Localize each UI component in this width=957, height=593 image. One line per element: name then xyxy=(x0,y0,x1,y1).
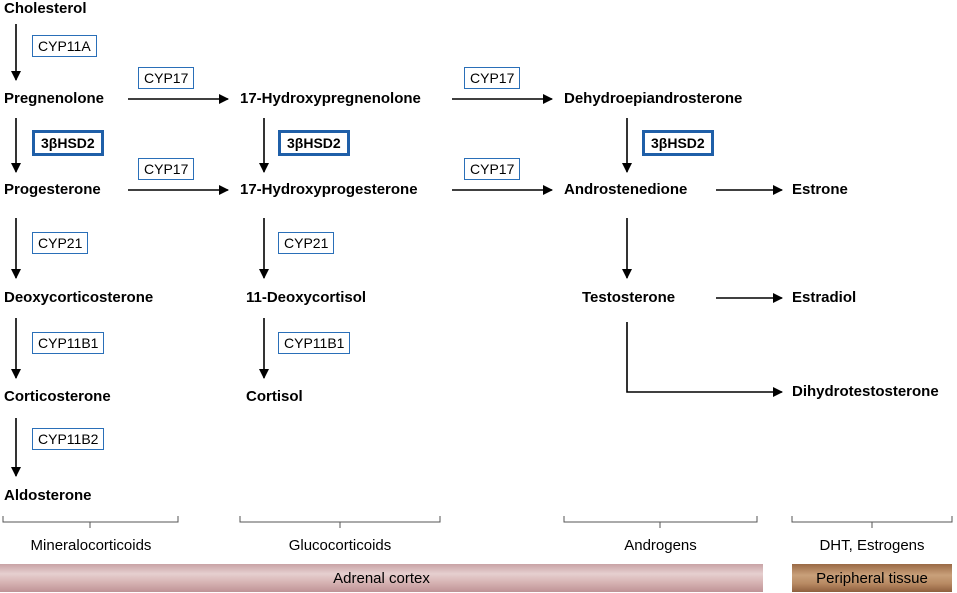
enzyme-cyp21-2: CYP21 xyxy=(278,232,335,254)
node-cortisol: Cortisol xyxy=(246,388,303,405)
node-estradiol: Estradiol xyxy=(792,289,857,306)
node-estrone: Estrone xyxy=(792,181,848,198)
node-aldosterone: Aldosterone xyxy=(4,487,92,504)
enzyme-cyp17-2: CYP17 xyxy=(464,67,521,89)
bracket-androgens xyxy=(563,516,758,528)
node-deoxycorticosterone: Deoxycorticosterone xyxy=(4,289,154,306)
node-cholesterol: Cholesterol xyxy=(4,0,87,17)
node-11-deoxycortisol: 11-Deoxycortisol xyxy=(246,289,367,306)
node-corticosterone: Corticosterone xyxy=(4,388,111,405)
node-pregnenolone: Pregnenolone xyxy=(4,90,105,107)
group-mineralocorticoids: Mineralocorticoids xyxy=(30,537,152,554)
group-glucocorticoids: Glucocorticoids xyxy=(288,537,392,554)
enzyme-3bhsd2-1: 3βHSD2 xyxy=(32,130,104,156)
enzyme-cyp11b1-1: CYP11B1 xyxy=(32,332,105,354)
node-dihydrotestosterone: Dihydrotestosterone xyxy=(792,383,939,400)
enzyme-cyp11b1-2: CYP11B1 xyxy=(278,332,351,354)
band-peripheral-tissue: Peripheral tissue xyxy=(792,564,952,592)
node-progesterone: Progesterone xyxy=(4,181,101,198)
node-17-hydroxyprogesterone: 17-Hydroxyprogesterone xyxy=(240,181,418,198)
enzyme-cyp17-1: CYP17 xyxy=(138,67,195,89)
band-peripheral-tissue-label: Peripheral tissue xyxy=(816,569,928,587)
bracket-dht-estrogens xyxy=(791,516,953,528)
node-testosterone: Testosterone xyxy=(582,289,676,306)
node-17-hydroxypregnenolone: 17-Hydroxypregnenolone xyxy=(240,90,421,107)
bracket-glucocorticoids xyxy=(239,516,441,528)
group-dht-estrogens: DHT, Estrogens xyxy=(819,537,925,554)
enzyme-cyp17-3: CYP17 xyxy=(138,158,195,180)
bracket-mineralocorticoids xyxy=(2,516,179,528)
group-androgens: Androgens xyxy=(624,537,697,554)
enzyme-3bhsd2-3: 3βHSD2 xyxy=(642,130,714,156)
enzyme-cyp17-4: CYP17 xyxy=(464,158,521,180)
enzyme-cyp21-1: CYP21 xyxy=(32,232,89,254)
node-androstenedione: Androstenedione xyxy=(564,181,688,198)
enzyme-3bhsd2-2: 3βHSD2 xyxy=(278,130,350,156)
node-dehydroepiandrosterone: Dehydroepiandrosterone xyxy=(564,90,743,107)
enzyme-cyp11b2: CYP11B2 xyxy=(32,428,105,450)
enzyme-cyp11a: CYP11A xyxy=(32,35,97,57)
band-adrenal-cortex: Adrenal cortex xyxy=(0,564,763,592)
band-adrenal-cortex-label: Adrenal cortex xyxy=(333,569,430,587)
arrow-testosterone-dht xyxy=(626,322,783,397)
